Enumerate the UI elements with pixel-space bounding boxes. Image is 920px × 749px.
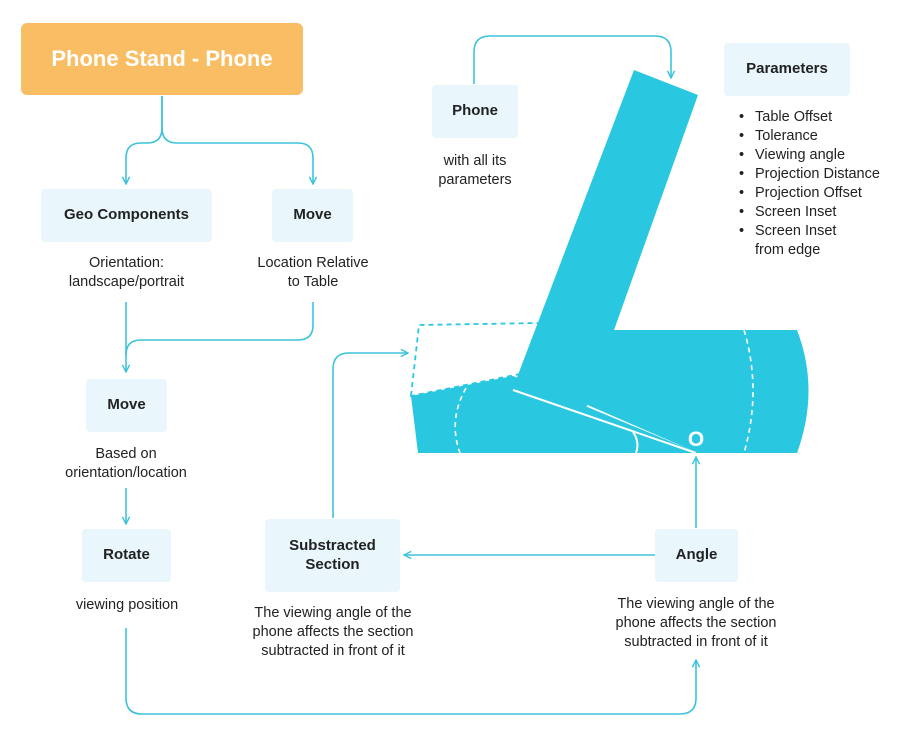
angle-arc xyxy=(632,431,639,454)
arrow-phone-to-slab xyxy=(473,35,671,84)
node-label: Parameters xyxy=(746,60,828,78)
node-label: Move xyxy=(293,206,332,224)
node-move-orientation: Move xyxy=(86,379,167,432)
note-line: landscape/portrait xyxy=(68,274,185,290)
node-note-move-location: Location Relative to Table xyxy=(232,254,394,292)
node-label: Rotate xyxy=(103,546,150,564)
node-label-line: Substracted xyxy=(289,536,376,554)
note-line: orientation/location xyxy=(65,465,187,481)
slab-base-line xyxy=(512,389,697,454)
node-label: Geo Components xyxy=(63,206,189,224)
note-line: viewing position xyxy=(75,597,179,613)
node-label: Phone xyxy=(452,102,498,120)
node-angle: Angle xyxy=(655,529,738,582)
note-line: subtracted in front of it xyxy=(624,634,768,650)
note-line: Location Relative xyxy=(257,255,369,271)
node-parameters: Parameters xyxy=(724,43,850,96)
arrow-move1-to-move2 xyxy=(125,302,314,356)
arrow-rotate-to-angle xyxy=(125,628,696,715)
note-line: phone affects the section xyxy=(252,624,414,640)
note-line: The viewing angle of the xyxy=(254,605,412,621)
note-line: with all its xyxy=(443,153,507,169)
note-line: phone affects the section xyxy=(615,615,777,631)
parameter-item: Screen Inset xyxy=(739,203,880,222)
stand-base xyxy=(411,330,809,453)
node-note-phone: with all its parameters xyxy=(410,152,540,190)
diagram-title: Phone Stand - Phone xyxy=(21,23,303,95)
node-note-rotate: viewing position xyxy=(47,596,207,615)
parameter-item: Projection Distance xyxy=(739,165,880,184)
node-subtracted-section: Substracted Section xyxy=(265,519,400,592)
node-label: Angle xyxy=(675,546,718,564)
node-phone: Phone xyxy=(432,85,518,138)
inset-dash-right xyxy=(743,329,754,454)
node-note-subtracted-section: The viewing angle of the phone affects t… xyxy=(226,604,440,661)
arrow-title-to-move xyxy=(161,96,313,184)
parameter-item: Viewing angle xyxy=(739,146,880,165)
node-label-line: Section xyxy=(305,555,360,573)
parameter-item: Projection Offset xyxy=(739,184,880,203)
parameter-item: Table Offset xyxy=(739,108,880,127)
note-line: The viewing angle of the xyxy=(617,596,775,612)
note-line: to Table xyxy=(287,274,339,290)
note-line: Based on xyxy=(95,446,157,462)
node-move-location: Move xyxy=(272,189,353,242)
node-note-angle: The viewing angle of the phone affects t… xyxy=(589,595,803,652)
arrow-title-to-geo xyxy=(126,96,163,184)
parameter-item: Tolerance xyxy=(739,127,880,146)
node-label: Move xyxy=(107,396,146,414)
node-note-move-orientation: Based on orientation/location xyxy=(36,445,216,483)
phone-slab xyxy=(513,70,698,414)
note-line: subtracted in front of it xyxy=(261,643,405,659)
note-line: parameters xyxy=(438,172,512,188)
origin-label: O xyxy=(688,428,704,451)
node-geo-components: Geo Components xyxy=(41,189,212,242)
note-line: Orientation: xyxy=(89,255,164,271)
arrow-subtracted-to-wedge xyxy=(332,353,408,518)
node-note-geo-components: Orientation: landscape/portrait xyxy=(30,254,223,292)
parameters-list: Table Offset Tolerance Viewing angle Pro… xyxy=(739,108,880,260)
node-rotate: Rotate xyxy=(82,529,171,582)
parameter-item: Screen Inset from edge xyxy=(739,222,880,260)
